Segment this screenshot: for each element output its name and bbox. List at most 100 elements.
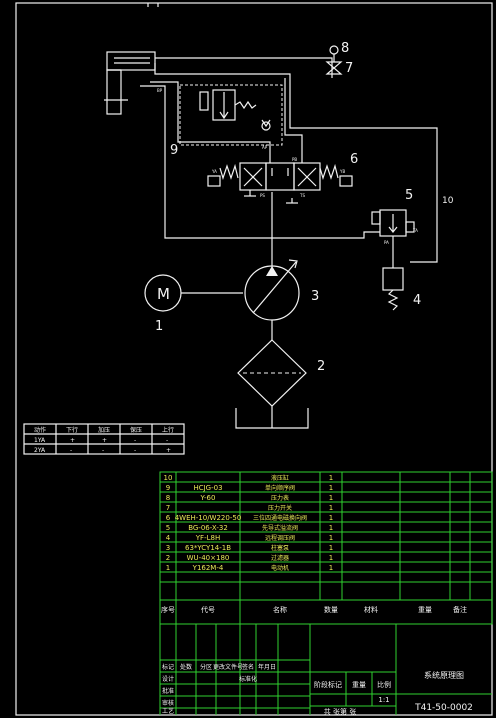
label-num-5: 5 [405, 188, 413, 203]
label-ta: TA [412, 228, 418, 233]
action-table-cell-1-4: + [166, 447, 171, 454]
drawing-number: T41-50-0002 [414, 703, 473, 713]
parts-header-4: 材料 [364, 605, 378, 614]
label-num-7: 7 [345, 61, 353, 76]
parts-list-table [159, 471, 493, 625]
parts-row-9-qty: 1 [329, 564, 333, 572]
parts-row-0-no: 10 [164, 474, 173, 482]
parts-list-grid [160, 472, 492, 624]
title-block-grid [159, 623, 492, 715]
scale-value: 1:1 [378, 696, 389, 704]
action-table-header-1: 下行 [66, 426, 78, 434]
parts-row-8-code: WU-40×180 [187, 554, 230, 562]
action-table-cell-0-1: + [70, 437, 75, 444]
hydraulic-circuit [104, 45, 438, 429]
parts-row-3-qty: 1 [329, 504, 333, 512]
parts-row-5-qty: 1 [329, 524, 333, 532]
label-pa: PA [384, 240, 389, 245]
filter-2 [237, 339, 307, 407]
title-row-label-2: 审核 [162, 699, 174, 707]
parts-row-1-no: 9 [166, 484, 170, 492]
action-table-cell-1-0: 2YA [34, 447, 46, 454]
title-row-label-3: 工艺 [162, 707, 174, 715]
directional-valve-6 [207, 162, 353, 191]
revision-header-5: 年月日 [258, 663, 276, 671]
title-row-label-1: 标准化 [239, 675, 257, 683]
action-table-cell-0-2: + [102, 437, 107, 444]
electric-motor-1 [144, 274, 243, 312]
revision-header-3: 更改文件号 [213, 663, 243, 671]
title-row-label-0: 设计 [162, 675, 174, 683]
parts-row-7-qty: 1 [329, 544, 333, 552]
parts-row-5-no: 5 [166, 524, 170, 532]
parts-row-8-name: 过滤器 [271, 554, 289, 562]
label-ya: YA [211, 169, 217, 174]
action-table-cell-1-1: - [70, 447, 72, 454]
label-ap: AP [262, 145, 268, 150]
action-table-header-2: 加压 [98, 426, 110, 434]
parts-row-0-name: 液压缸 [271, 474, 289, 482]
sheet-info: 共 张第 张 [324, 707, 356, 716]
parts-row-7-code: 63*YCY14-1B [185, 544, 231, 552]
parts-row-3-no: 7 [166, 504, 170, 512]
pressure-gauge-8 [329, 45, 339, 55]
title-block [159, 623, 492, 715]
parts-row-2-qty: 1 [329, 494, 333, 502]
parts-row-2-no: 8 [166, 494, 170, 502]
revision-header-4: 签名 [242, 663, 254, 671]
action-table-cell-0-3: - [134, 437, 136, 444]
parts-row-6-qty: 1 [329, 534, 333, 542]
label-yb: YB [339, 169, 345, 174]
hydraulic-cylinder-10 [104, 51, 156, 115]
parts-header-6: 备注 [453, 605, 467, 614]
label-num-6: 6 [350, 152, 358, 167]
weight-label: 重量 [352, 681, 366, 689]
revision-header-0: 标记 [162, 663, 174, 671]
parts-row-1-qty: 1 [329, 484, 333, 492]
parts-row-7-name: 柱塞泵 [271, 544, 289, 552]
oil-tank [235, 408, 309, 429]
label-num-2: 2 [317, 359, 325, 374]
parts-header-0: 序号 [161, 605, 175, 614]
action-table-header-4: 上行 [162, 426, 174, 434]
parts-row-1-code: HCJG-03 [193, 484, 222, 492]
parts-row-9-no: 1 [166, 564, 170, 572]
stage-mark-label: 阶段标记 [314, 680, 342, 689]
drawing-border [15, 2, 493, 716]
schematic-labels: M 1 2 3 4 5 6 7 8 9 10 YA YB AP PB BP PS… [155, 41, 454, 374]
parts-row-6-name: 远程调压阀 [265, 534, 295, 542]
revision-header-1: 处数 [180, 663, 192, 671]
parts-row-4-code: 4WEH-10/W220-50 [175, 514, 242, 522]
parts-row-1-name: 单向顺序阀 [265, 484, 295, 492]
label-num-10: 10 [442, 196, 454, 206]
parts-row-4-name: 三位四通电磁换向阀 [253, 514, 307, 522]
parts-row-8-no: 2 [166, 554, 170, 562]
label-num-1: 1 [155, 319, 163, 334]
parts-row-3-name: 压力开关 [268, 504, 292, 512]
parts-row-7-no: 3 [166, 544, 170, 552]
title-row-label-4: 批准 [162, 687, 174, 695]
label-pb: PB [292, 157, 297, 162]
action-table-cell-1-3: - [134, 447, 136, 454]
action-table-header-3: 保压 [130, 426, 142, 434]
label-bp: BP [157, 88, 163, 93]
action-table-cell-1-2: - [102, 447, 104, 454]
variable-pump-3 [244, 259, 300, 321]
parts-row-6-code: YF-L8H [195, 534, 220, 542]
parts-header-1: 代号 [201, 605, 215, 614]
parts-row-5-code: BG-06-X-32 [188, 524, 228, 532]
parts-row-5-name: 先导式溢流阀 [262, 524, 298, 532]
label-motor-m: M [157, 285, 170, 303]
remote-pressure-valve-4 [382, 236, 404, 311]
action-table-cell-0-4: - [166, 437, 168, 444]
parts-header-5: 重量 [418, 606, 432, 614]
label-num-8: 8 [341, 41, 349, 56]
parts-header-3: 数量 [324, 605, 338, 614]
parts-row-9-code: Y162M-4 [192, 564, 224, 572]
parts-row-4-qty: 1 [329, 514, 333, 522]
scale-label: 比例 [377, 680, 391, 689]
drawing-title: 系统原理图 [424, 670, 464, 680]
parts-row-4-no: 6 [166, 514, 171, 522]
